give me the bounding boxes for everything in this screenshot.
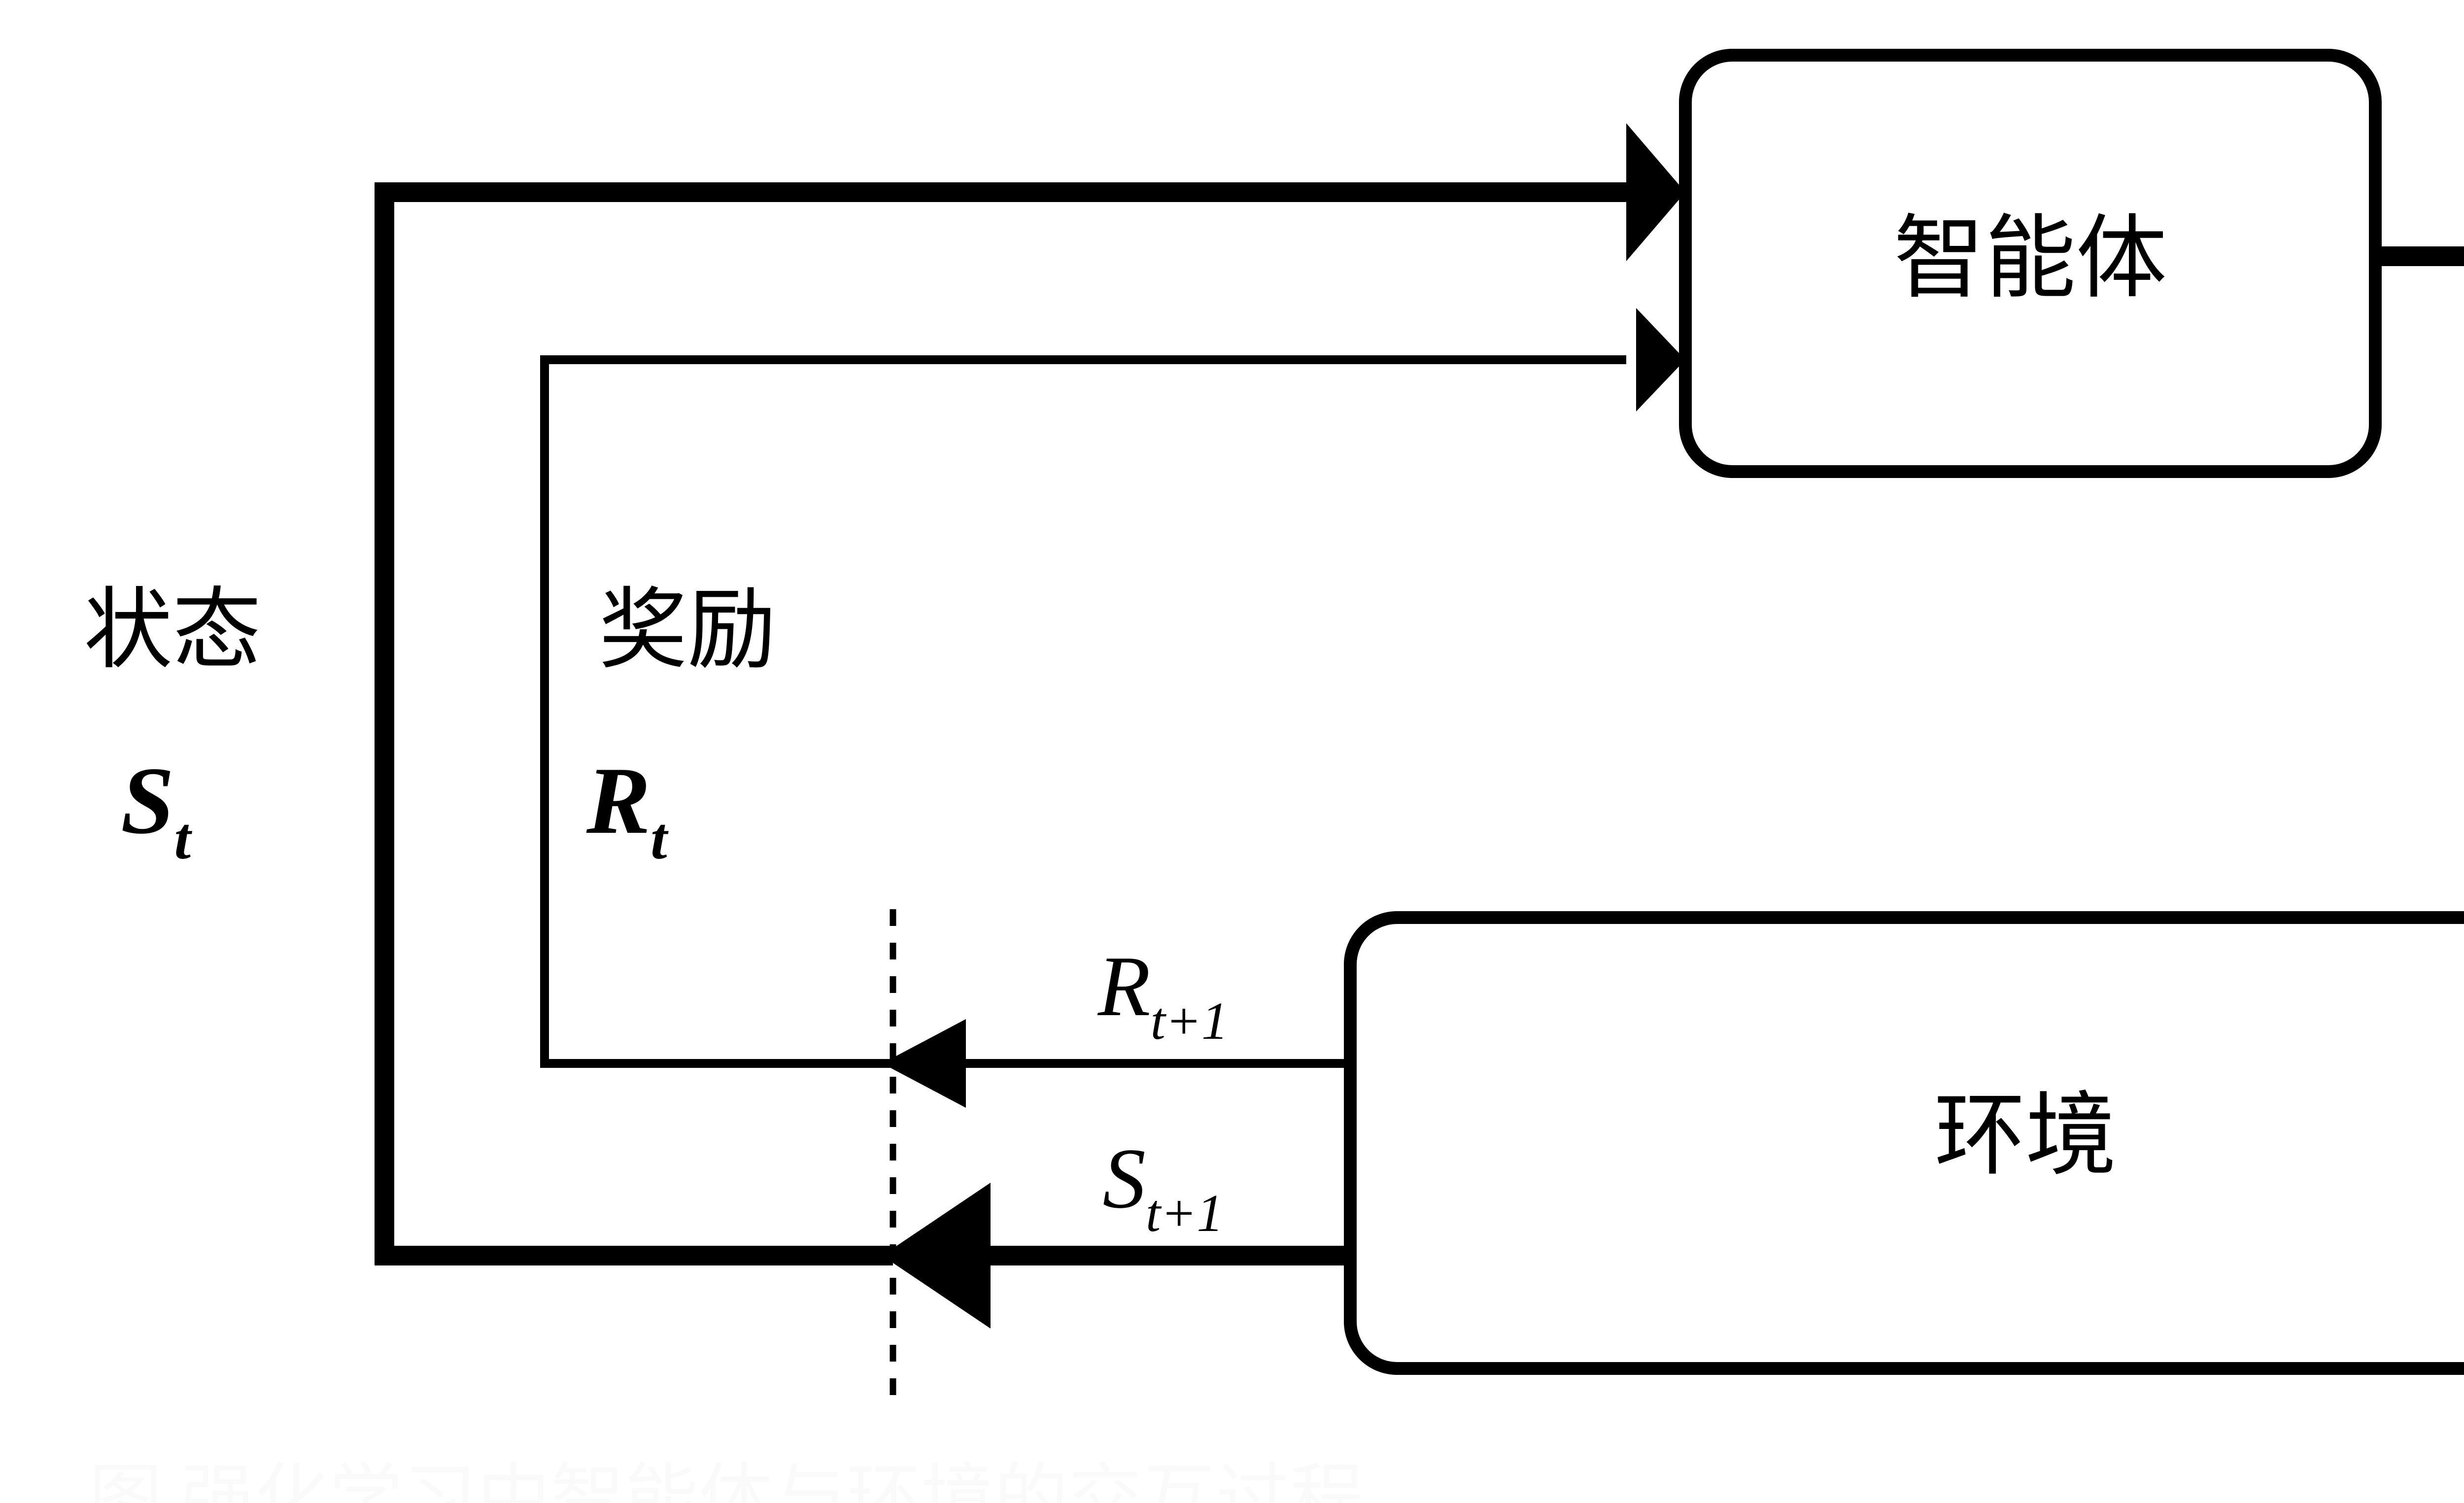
reward-symbol-subscript: t [650, 806, 669, 872]
edge-state-next [882, 1183, 1350, 1329]
node-environment[interactable]: 环境 [1344, 911, 2464, 1375]
state-next-symbol-subscript: t+1 [1146, 1184, 1224, 1243]
reward-next-symbol-subscript: t+1 [1151, 991, 1229, 1051]
reward-label-cn: 奖励 [599, 581, 776, 680]
state-next-label: St+1 [1102, 1130, 1223, 1243]
reward-next-symbol-base: R [1097, 938, 1151, 1034]
state-arrow-head-icon [1626, 123, 1685, 261]
reward-next-label: Rt+1 [1097, 938, 1229, 1051]
edge-reward-to-agent [540, 308, 1685, 1068]
reward-next-arrow-head-icon [882, 1019, 966, 1108]
state-next-symbol-base: S [1102, 1130, 1146, 1226]
state-label-cn: 状态 [84, 581, 261, 680]
state-next-arrow-head-icon [882, 1183, 991, 1329]
environment-box-shape[interactable] [1344, 911, 2464, 1375]
edge-reward-next [882, 1019, 1350, 1108]
state-path-line [375, 182, 1626, 1265]
figure-caption: 图 强化学习中智能体与环境的交互过程 [89, 1459, 1364, 1503]
state-symbol-base: S [121, 748, 174, 854]
reward-arrow-head-icon [1636, 308, 1685, 411]
label-state: 状态 St [84, 581, 261, 872]
agent-label: 智能体 [1894, 208, 2167, 309]
state-symbol-subscript: t [174, 806, 192, 872]
environment-label: 环境 [1934, 1086, 2117, 1187]
state-label-symbol: St [121, 748, 192, 872]
edge-state-to-agent [375, 123, 1685, 1265]
reward-path-line [540, 355, 1626, 1068]
label-reward: 奖励 Rt [586, 581, 776, 872]
reward-label-symbol: Rt [586, 748, 669, 872]
reward-symbol-base: R [586, 748, 650, 854]
agent-box-shape[interactable] [1679, 49, 2382, 478]
node-agent[interactable]: 智能体 [1679, 49, 2382, 478]
